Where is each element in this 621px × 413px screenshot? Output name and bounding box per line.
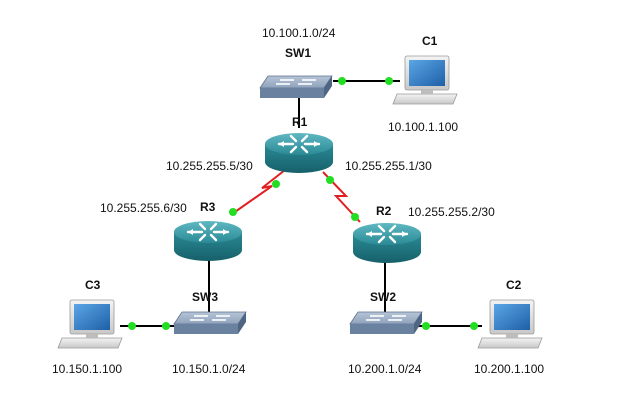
device-name-c2: C2 bbox=[506, 278, 522, 292]
pc-icon[interactable] bbox=[57, 299, 123, 349]
port-dot bbox=[326, 176, 334, 184]
device-name-c3: C3 bbox=[85, 278, 101, 292]
device-name-r1: R1 bbox=[292, 115, 308, 129]
pc-icon[interactable] bbox=[477, 299, 543, 349]
network-label-sw3: 10.150.1.0/24 bbox=[172, 362, 246, 376]
port-dot bbox=[272, 180, 280, 188]
link-r1-r3 bbox=[231, 169, 286, 215]
network-label-sw1: 10.100.1.0/24 bbox=[262, 26, 336, 40]
port-indicators bbox=[128, 77, 478, 330]
router-icon[interactable] bbox=[351, 221, 423, 265]
port-dot bbox=[385, 77, 393, 85]
ip-label-c2: 10.200.1.100 bbox=[474, 362, 545, 376]
port-dot bbox=[470, 322, 478, 330]
port-dot bbox=[128, 322, 136, 330]
ip-label-r3: 10.255.255.6/30 bbox=[100, 201, 187, 215]
switch-icon[interactable] bbox=[259, 75, 333, 99]
serial-links bbox=[231, 169, 361, 223]
port-dot bbox=[351, 213, 359, 221]
port-dot bbox=[162, 322, 170, 330]
router-icon[interactable] bbox=[263, 131, 335, 175]
device-name-sw2: SW2 bbox=[370, 290, 397, 304]
ip-label-c1: 10.100.1.100 bbox=[388, 120, 459, 134]
device-name-sw3: SW3 bbox=[192, 290, 219, 304]
port-dot bbox=[422, 322, 430, 330]
ip-label-c3: 10.150.1.100 bbox=[52, 362, 123, 376]
port-dot bbox=[229, 208, 237, 216]
ip-label-r2: 10.255.255.2/30 bbox=[408, 205, 495, 219]
port-dot bbox=[338, 77, 346, 85]
network-label-sw2: 10.200.1.0/24 bbox=[348, 362, 422, 376]
pc-icon[interactable] bbox=[392, 55, 458, 105]
switch-icon[interactable] bbox=[173, 311, 247, 335]
ip-label-r1-left: 10.255.255.5/30 bbox=[166, 159, 253, 173]
router-icon[interactable] bbox=[172, 219, 244, 263]
device-name-c1: C1 bbox=[422, 34, 438, 48]
ip-label-r1-right: 10.255.255.1/30 bbox=[345, 159, 432, 173]
link-r1-r2 bbox=[322, 171, 361, 223]
switch-icon[interactable] bbox=[349, 311, 423, 335]
device-name-r3: R3 bbox=[200, 200, 216, 214]
device-name-r2: R2 bbox=[376, 204, 392, 218]
device-name-sw1: SW1 bbox=[285, 46, 312, 60]
